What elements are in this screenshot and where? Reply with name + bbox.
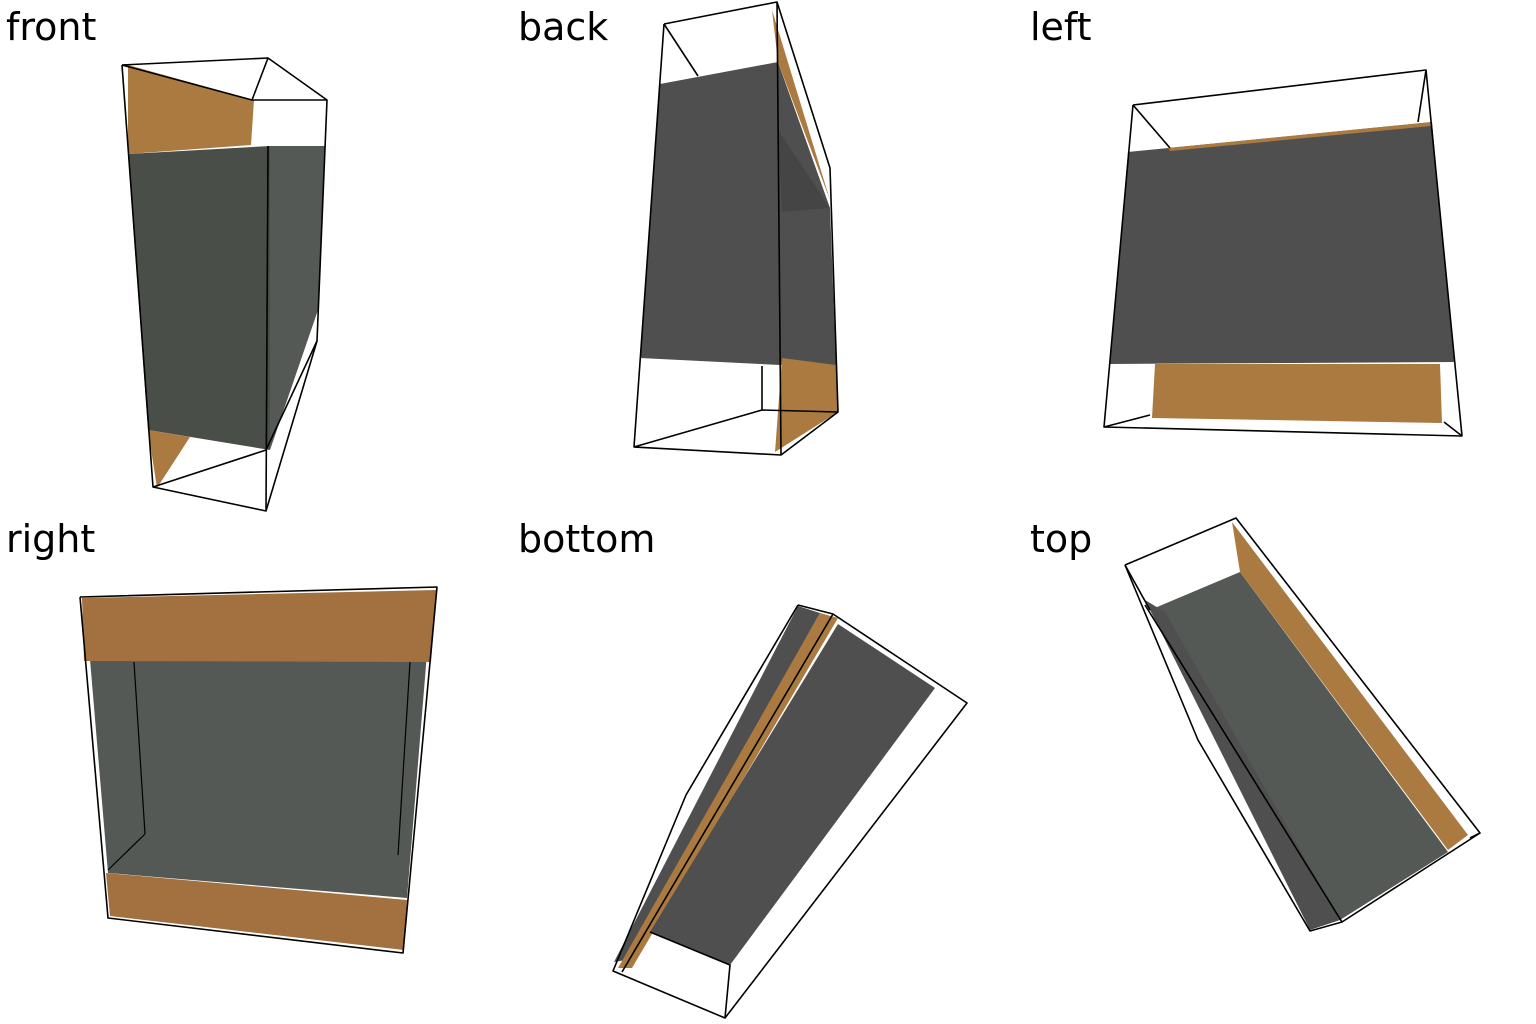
label-back: back: [518, 5, 608, 49]
right-edge-inner-r: [397, 661, 411, 856]
right-orange-top: [82, 590, 437, 662]
left-edge-bottom-diag-l: [1103, 414, 1151, 428]
right-gray-main: [85, 592, 432, 898]
box-view-top-icon: [1124, 517, 1481, 932]
label-bottom: bottom: [518, 517, 655, 561]
box-view-front-icon: [121, 57, 328, 512]
panel-bottom: bottom: [518, 517, 968, 1019]
back-gray-main: [640, 62, 780, 365]
front-edge-top-back: [251, 57, 269, 101]
panel-top: top: [1030, 517, 1481, 932]
right-edge-inner-l: [133, 661, 146, 835]
bottom-orange-strip: [618, 613, 838, 968]
box-view-bottom-icon: [612, 604, 968, 1019]
top-orange-strip: [1232, 522, 1468, 850]
front-gray-side: [270, 146, 325, 450]
front-gray-front: [128, 146, 270, 450]
left-orange-strip-top: [1168, 122, 1432, 151]
top-edge-right-inner: [1469, 832, 1481, 839]
back-orange-bottom: [775, 358, 838, 452]
panel-front: front: [6, 5, 328, 512]
label-top: top: [1030, 517, 1092, 561]
box-view-left-icon: [1103, 69, 1463, 437]
front-orange-bottom: [148, 430, 190, 488]
bottom-gray-main: [650, 624, 935, 965]
back-shadow: [778, 130, 830, 212]
right-edges-outer: [79, 586, 438, 954]
top-edge-diag-long: [1144, 604, 1343, 923]
left-edge-top-diag-l: [1132, 104, 1171, 149]
back-gray-right: [778, 62, 836, 365]
right-edge-inner-bottom: [107, 833, 146, 871]
left-edge-top-diag-r: [1417, 69, 1427, 123]
front-orange-top: [128, 65, 254, 154]
back-orange-top: [772, 10, 830, 200]
box-view-right-icon: [79, 586, 438, 954]
label-right: right: [6, 517, 95, 561]
left-edge-bottom-diag-r: [1443, 421, 1463, 437]
bottom-gray-left: [614, 606, 820, 962]
front-edges-bottom: [152, 340, 318, 488]
bottom-edges-inner-bottom: [649, 931, 731, 1019]
top-edge-top-inner: [1124, 564, 1151, 611]
back-edge-top-diag: [663, 23, 699, 77]
right-orange-bottom: [106, 873, 407, 950]
bottom-edge-diag: [621, 613, 834, 973]
back-edge-vertical: [776, 1, 782, 456]
panel-back: back: [518, 1, 839, 456]
label-left: left: [1030, 5, 1092, 49]
label-front: front: [6, 5, 96, 49]
top-gray-main: [1150, 572, 1448, 920]
box-view-back-icon: [633, 1, 839, 456]
left-gray-main: [1110, 122, 1454, 364]
panel-right: right: [6, 517, 438, 954]
left-orange-bottom: [1152, 364, 1442, 423]
panel-left: left: [1030, 5, 1463, 437]
